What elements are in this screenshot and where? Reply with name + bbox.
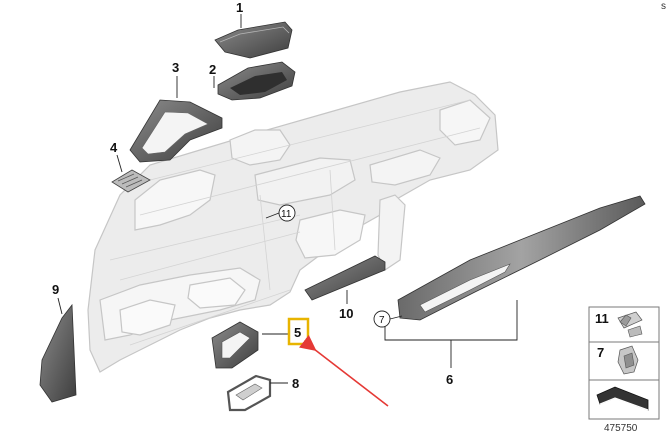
dashboard-outline (87, 81, 499, 373)
circled-11: 11 (281, 209, 292, 220)
callout-6: 6 (446, 372, 453, 387)
clip-icon-7 (617, 345, 639, 375)
part-2-trim (217, 61, 296, 101)
callout-5: 5 (294, 325, 301, 340)
callout-4: 4 (110, 140, 118, 155)
callout-8: 8 (292, 376, 299, 391)
corner-mark: s (661, 1, 666, 12)
leader-4 (116, 154, 123, 173)
clip-icon-11 (617, 311, 643, 338)
callout-2: 2 (209, 62, 216, 77)
part-1-cover (214, 21, 293, 59)
profile-strip-icon (596, 386, 649, 411)
callout-1: 1 (236, 0, 243, 15)
highlight-box-5 (287, 317, 310, 346)
leader-9 (57, 297, 63, 315)
leader-7 (389, 315, 403, 320)
part-6-trim-panel (397, 195, 646, 321)
part-10-strip (304, 255, 386, 301)
part-9-side-cover (39, 303, 77, 403)
part-3-frame (129, 99, 223, 163)
part-8-bracket (226, 374, 272, 412)
dashboard-detail-lines (109, 99, 481, 346)
callout-3: 3 (172, 60, 179, 75)
callout-10: 10 (339, 306, 353, 321)
circled-7: 7 (379, 315, 385, 326)
leader-11 (265, 212, 280, 219)
legend-item-7: 7 (597, 345, 604, 360)
legend-item-11: 11 (595, 311, 609, 326)
reference-number: 475750 (604, 423, 638, 434)
part-5-frame (211, 321, 259, 369)
red-pointer-arrow (298, 334, 389, 407)
part-4-vent (111, 169, 151, 193)
callout-9: 9 (52, 282, 59, 297)
